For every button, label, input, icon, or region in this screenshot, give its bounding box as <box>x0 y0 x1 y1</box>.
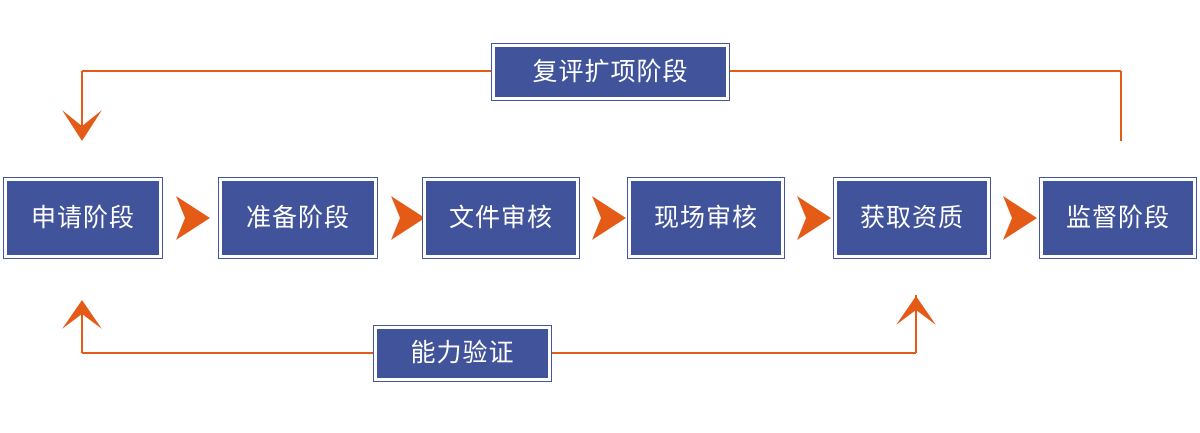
node-step-3[interactable]: 文件审核 <box>422 177 580 259</box>
node-bottom-feedback[interactable]: 能力验证 <box>373 325 552 382</box>
node-step-5-fill: 获取资质 <box>837 181 987 255</box>
node-top-feedback[interactable]: 复评扩项阶段 <box>491 43 730 101</box>
node-step-4-fill: 现场审核 <box>631 181 781 255</box>
chevron-right-icon <box>592 196 626 240</box>
chevron-right-icon <box>176 196 210 240</box>
arrow-up-icon <box>62 300 102 329</box>
node-step-2-fill: 准备阶段 <box>222 181 374 255</box>
chevron-right-icon <box>1003 196 1037 240</box>
node-step-5-label: 获取资质 <box>859 203 964 232</box>
chevron-right-icon <box>797 196 831 240</box>
node-top-feedback-fill: 复评扩项阶段 <box>495 47 726 97</box>
node-step-5[interactable]: 获取资质 <box>833 177 991 259</box>
node-step-2-label: 准备阶段 <box>245 203 350 232</box>
arrow-down-icon <box>62 110 102 141</box>
node-step-1-label: 申请阶段 <box>30 203 135 232</box>
node-step-6-label: 监督阶段 <box>1065 203 1170 232</box>
node-top-feedback-label: 复评扩项阶段 <box>532 57 689 86</box>
node-bottom-feedback-fill: 能力验证 <box>377 329 548 378</box>
node-step-4[interactable]: 现场审核 <box>627 177 785 259</box>
node-step-1[interactable]: 申请阶段 <box>3 177 163 259</box>
node-step-2[interactable]: 准备阶段 <box>218 177 378 259</box>
node-step-6[interactable]: 监督阶段 <box>1039 177 1197 259</box>
arrow-up-icon <box>896 296 936 325</box>
node-step-4-label: 现场审核 <box>653 203 758 232</box>
node-step-1-fill: 申请阶段 <box>7 181 159 255</box>
node-bottom-feedback-label: 能力验证 <box>410 339 515 367</box>
node-step-6-fill: 监督阶段 <box>1043 181 1193 255</box>
node-step-3-label: 文件审核 <box>448 203 553 232</box>
node-step-3-fill: 文件审核 <box>426 181 576 255</box>
chevron-right-icon <box>391 196 425 240</box>
